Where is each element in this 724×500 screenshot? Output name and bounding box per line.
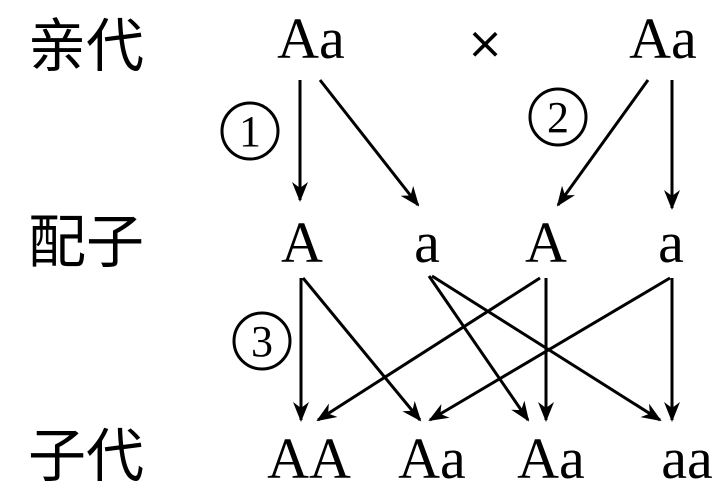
gamete-4: a xyxy=(658,210,684,275)
label-parents: 亲代 xyxy=(28,12,144,80)
step-marker-3-label: 3 xyxy=(251,317,273,366)
label-offspring: 子代 xyxy=(28,422,144,490)
arrow-parent2-to-gamete3 xyxy=(556,79,650,207)
parent-1-genotype: Aa xyxy=(277,6,345,71)
offspring-4: aa xyxy=(661,426,713,491)
gamete-2: a xyxy=(414,210,440,275)
arrow-gamete2-to-offspring3 xyxy=(427,275,530,422)
offspring-3: Aa xyxy=(517,426,585,491)
arrow-gamete1-to-offspring2 xyxy=(301,277,422,422)
arrow-gamete3-to-offspring1 xyxy=(316,276,541,422)
step-marker-1-label: 1 xyxy=(239,107,261,156)
offspring-2: Aa xyxy=(398,426,466,491)
gamete-3: A xyxy=(525,210,567,275)
arrow-gamete4-to-offspring2 xyxy=(428,276,671,422)
cross-symbol: × xyxy=(467,18,504,69)
step-marker-2: 2 xyxy=(528,87,588,147)
step-marker-1: 1 xyxy=(220,101,280,161)
gamete-1: A xyxy=(281,210,323,275)
label-gametes: 配子 xyxy=(28,208,144,276)
offspring-1: AA xyxy=(267,426,351,491)
parent-2-genotype: Aa xyxy=(629,6,697,71)
arrow-parent1-to-gamete2 xyxy=(318,79,420,207)
step-marker-3: 3 xyxy=(232,311,292,371)
step-marker-2-label: 2 xyxy=(547,93,569,142)
